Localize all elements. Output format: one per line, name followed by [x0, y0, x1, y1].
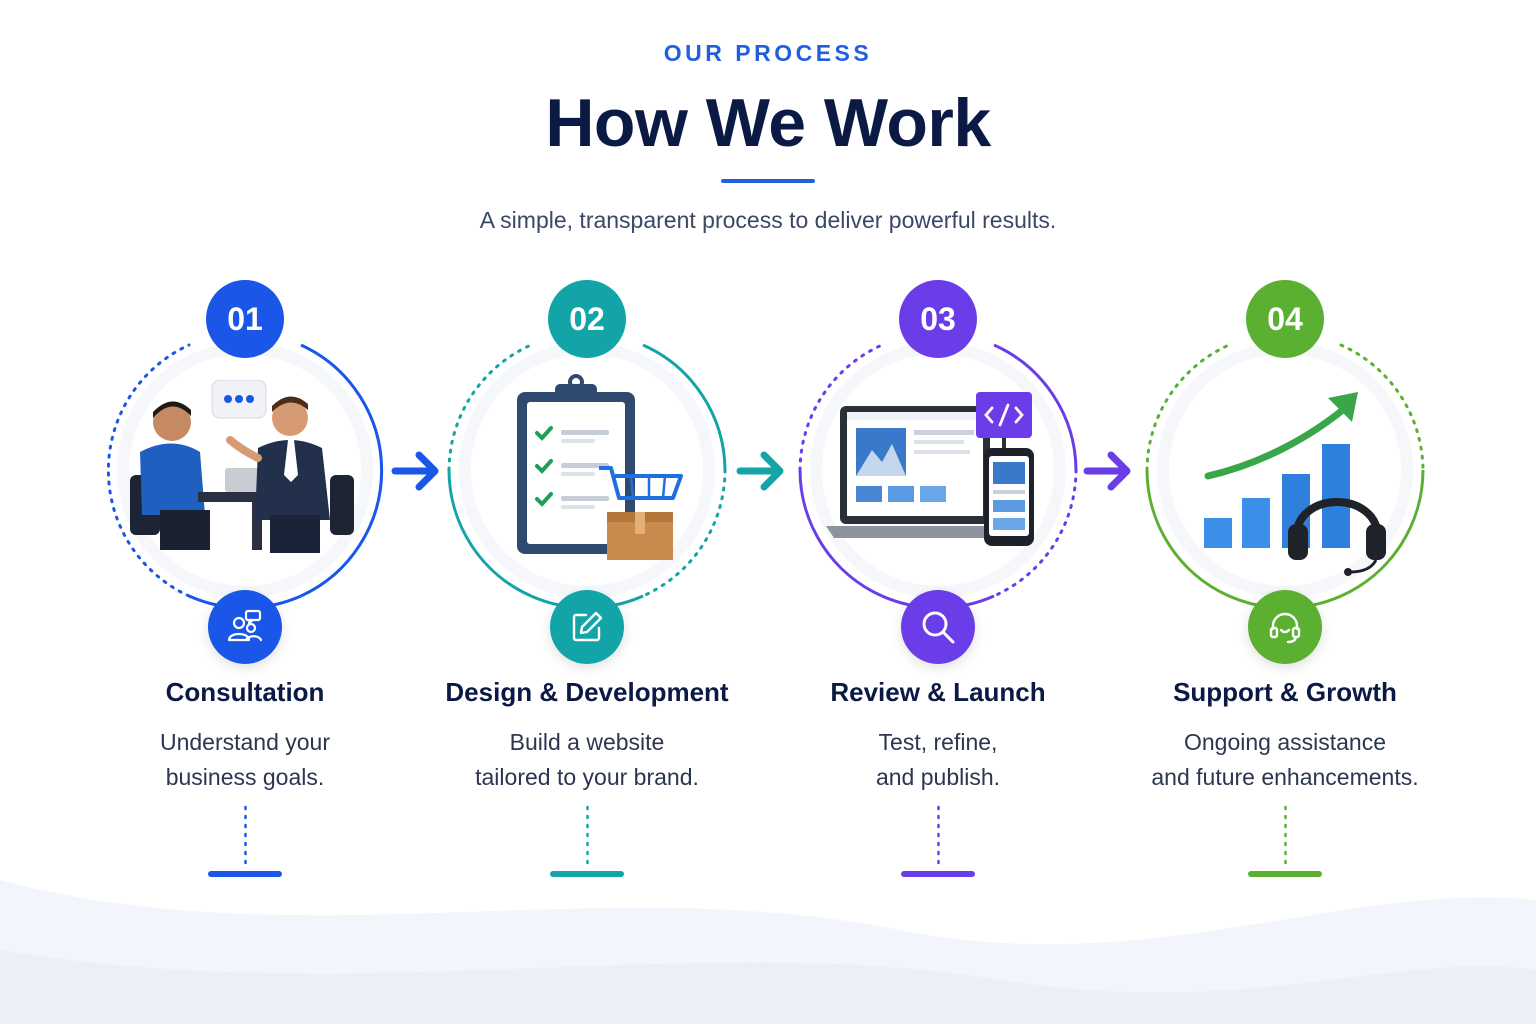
- step-description-line: Build a website: [509, 729, 665, 755]
- step-title: Support & Growth: [1173, 677, 1397, 707]
- step-description: Test, refine, and publish.: [788, 725, 1088, 795]
- step-description: Build a website tailored to your brand.: [437, 725, 737, 795]
- arrow-right-icon: [736, 451, 784, 491]
- step-description-line: business goals.: [165, 764, 325, 790]
- step-connector-dots: [1284, 805, 1287, 865]
- search-icon: [901, 590, 975, 664]
- arrow-right-icon: [1083, 451, 1131, 491]
- step-description-line: tailored to your brand.: [475, 764, 699, 790]
- process-step-review-launch: 03 Review & Launch Test, refine, and pub…: [758, 270, 1118, 890]
- step-connector-dots: [244, 805, 247, 865]
- step-number-badge: 03: [899, 280, 977, 358]
- step-number-badge: 02: [548, 280, 626, 358]
- step-description-line: and publish.: [875, 764, 1001, 790]
- step-title: Review & Launch: [830, 677, 1046, 707]
- clipboard-cart-illustration: [517, 374, 683, 560]
- section-title: How We Work: [545, 85, 991, 161]
- section-eyebrow: OUR PROCESS: [663, 40, 873, 66]
- step-description-line: Understand your: [159, 729, 331, 755]
- step-description-line: and future enhancements.: [1151, 764, 1419, 790]
- step-underline: [208, 871, 282, 877]
- process-step-consultation: 01 Consultation Understand your business…: [65, 270, 425, 890]
- section-header: OUR PROCESS How We Work A simple, transp…: [0, 0, 1536, 260]
- edit-icon: [550, 590, 624, 664]
- step-connector-dots: [586, 805, 589, 865]
- consultation-meeting-illustration: [130, 380, 354, 553]
- step-description: Understand your business goals.: [95, 725, 395, 795]
- step-description-line: Test, refine,: [878, 729, 998, 755]
- laptop-phone-illustration: [826, 392, 1034, 546]
- process-step-support-growth: 04 Support & Growth Ongoing assistance a…: [1105, 270, 1465, 890]
- step-underline: [550, 871, 624, 877]
- growth-chart-headset-illustration: [1204, 392, 1386, 576]
- step-underline: [901, 871, 975, 877]
- step-description: Ongoing assistance and future enhancemen…: [1135, 725, 1435, 795]
- step-number-badge: 01: [206, 280, 284, 358]
- step-description-line: Ongoing assistance: [1183, 729, 1386, 755]
- headset-icon: [1248, 590, 1322, 664]
- section-subtitle: A simple, transparent process to deliver…: [479, 207, 1057, 233]
- title-underline: [721, 179, 815, 183]
- process-step-design-development: 02 Design & Development Build a website …: [407, 270, 767, 890]
- step-number-badge: 04: [1246, 280, 1324, 358]
- people-chat-icon: [208, 590, 282, 664]
- step-title: Consultation: [165, 677, 325, 707]
- arrow-right-icon: [391, 451, 439, 491]
- step-title: Design & Development: [445, 677, 729, 707]
- step-connector-dots: [937, 805, 940, 865]
- step-underline: [1248, 871, 1322, 877]
